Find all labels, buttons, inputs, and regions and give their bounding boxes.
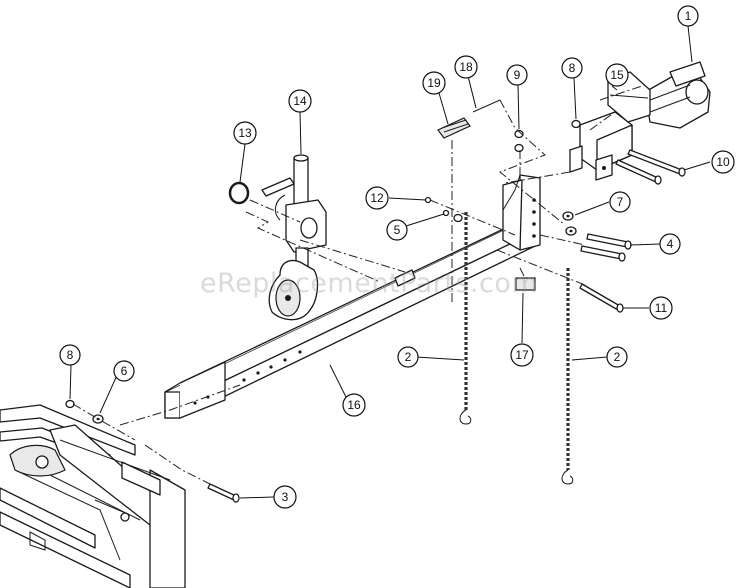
svg-text:2: 2 [405,350,412,364]
bolt-3 [207,483,240,503]
callout-2-right: 2 [606,346,628,368]
svg-text:8: 8 [569,61,576,75]
svg-text:18: 18 [459,60,473,74]
svg-text:11: 11 [655,301,668,315]
decals [437,99,536,291]
callout-18: 18 [454,55,478,79]
svg-text:13: 13 [238,126,252,140]
svg-text:8: 8 [67,348,74,362]
leader-lines [69,25,711,499]
svg-text:4: 4 [667,237,674,251]
svg-text:17: 17 [515,348,529,362]
coupler [644,61,711,129]
svg-text:15: 15 [610,68,624,82]
callout-7: 7 [609,191,631,213]
callout-16: 16 [342,393,366,417]
assembly-lines [72,84,646,485]
main-tube [164,174,541,419]
callout-1: 1 [677,5,699,27]
callout-6: 6 [113,360,135,382]
bolts-4 [580,233,632,262]
callout-5: 5 [386,219,408,241]
callout-15: 15 [605,63,629,87]
mounting-bracket [569,71,651,181]
svg-text:5: 5 [394,223,401,237]
svg-text:2: 2 [614,350,621,364]
callout-12: 12 [365,186,389,210]
trailer-frame [0,404,186,588]
callout-9: 9 [506,64,528,86]
svg-text:12: 12 [370,191,384,205]
callout-3: 3 [273,485,297,509]
callout-4: 4 [659,233,681,255]
svg-text:9: 9 [514,68,521,82]
callout-8-left: 8 [59,344,81,366]
callout-11: 11 [649,296,673,320]
callout-14: 14 [288,89,312,113]
washers-7 [562,211,577,236]
svg-text:14: 14 [293,94,307,108]
svg-text:6: 6 [121,364,128,378]
callout-8-right: 8 [561,57,583,79]
callout-13: 13 [233,121,257,145]
svg-text:10: 10 [716,155,730,169]
svg-text:19: 19 [427,76,441,90]
callout-2-left: 2 [397,346,419,368]
bolt-11 [579,283,624,313]
watermark: eReplacementParts.com [200,268,538,299]
callout-10: 10 [711,150,735,174]
bolts-10 [615,149,686,185]
safety-chains [459,212,574,485]
svg-text:1: 1 [685,9,692,23]
svg-text:16: 16 [347,398,361,412]
jack-stand [261,154,327,321]
svg-text:3: 3 [282,490,289,504]
nuts [65,119,581,424]
callout-17: 17 [510,343,534,367]
svg-text:7: 7 [617,195,624,209]
o-ring [228,181,250,205]
callout-19: 19 [422,71,446,95]
